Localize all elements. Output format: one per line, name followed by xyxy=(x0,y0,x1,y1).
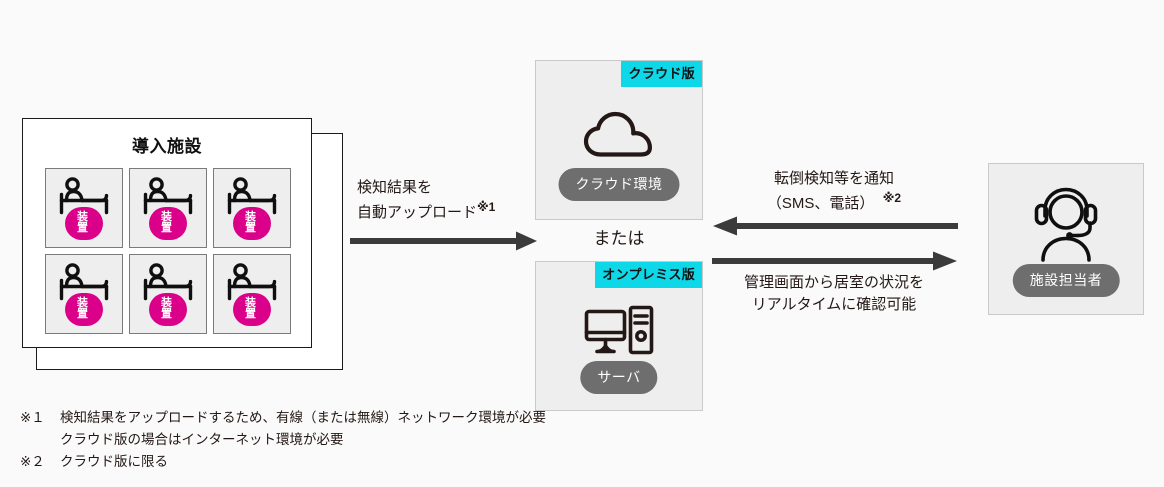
staff-pill: 施設担当者 xyxy=(1012,264,1120,297)
notify-caption-line2: （SMS、電話） xyxy=(766,194,875,212)
onpremise-panel: オンプレミス版 サーバ xyxy=(535,261,703,411)
footnotes: ※１ 検知結果をアップロードするため、有線（または無線）ネットワーク環境が必要 … xyxy=(20,407,546,473)
upload-caption-line1: 検知結果を xyxy=(357,179,433,196)
cloud-version-badge: クラウド版 xyxy=(621,61,702,87)
footnote-text: 検知結果をアップロードするため、有線（または無線）ネットワーク環境が必要 xyxy=(60,410,546,425)
realtime-caption-line2: リアルタイムに確認可能 xyxy=(751,295,917,313)
footnote-mark: ※１ xyxy=(20,410,45,425)
notify-caption-mark: ※2 xyxy=(882,190,902,205)
room-grid: 装置 装置 xyxy=(45,168,291,334)
cloud-environment-pill: クラウド環境 xyxy=(558,168,680,201)
device-pill: 装置 xyxy=(149,207,187,240)
upload-caption-mark: ※1 xyxy=(477,199,496,214)
device-pill: 装置 xyxy=(65,293,103,326)
bed-person-icon xyxy=(225,262,279,309)
notify-arrow-left xyxy=(713,216,958,236)
device-pill: 装置 xyxy=(65,207,103,240)
device-pill: 装置 xyxy=(233,207,271,240)
onpremise-version-badge: オンプレミス版 xyxy=(595,262,702,288)
bed-person-icon xyxy=(141,176,195,223)
cloud-icon xyxy=(582,109,656,164)
server-desktop-icon xyxy=(584,304,654,363)
or-label: または xyxy=(593,229,645,248)
bed-person-icon xyxy=(57,262,111,309)
realtime-arrow-right xyxy=(712,251,957,271)
footnote-row: ※２ クラウド版に限る xyxy=(20,451,546,473)
facility-title: 導入施設 xyxy=(132,137,202,156)
room-cell: 装置 xyxy=(129,168,207,248)
room-cell: 装置 xyxy=(129,254,207,334)
device-pill: 装置 xyxy=(233,293,271,326)
staff-panel: 施設担当者 xyxy=(988,163,1144,315)
upload-arrow-caption: 検知結果を自動アップロード※1 xyxy=(357,177,495,224)
upload-arrow-right xyxy=(350,231,537,251)
realtime-arrow-caption: 管理画面から居室の状況をリアルタイムに確認可能 xyxy=(712,272,956,316)
room-cell: 装置 xyxy=(45,168,123,248)
device-pill: 装置 xyxy=(149,293,187,326)
realtime-caption-line1: 管理画面から居室の状況を xyxy=(743,274,924,291)
notify-caption-line1: 転倒検知等を通知 xyxy=(773,170,894,187)
notify-arrow-caption: 転倒検知等を通知 （SMS、電話） ※2 xyxy=(712,168,956,215)
headset-person-icon xyxy=(1030,186,1102,267)
room-cell: 装置 xyxy=(213,168,291,248)
footnote-mark: ※２ xyxy=(20,453,45,469)
upload-caption-line2: 自動アップロード xyxy=(357,203,478,221)
room-cell: 装置 xyxy=(45,254,123,334)
bed-person-icon xyxy=(141,262,195,309)
room-cell: 装置 xyxy=(213,254,291,334)
server-pill: サーバ xyxy=(580,361,658,394)
bed-person-icon xyxy=(57,176,111,223)
footnote-text: クラウド版に限る xyxy=(60,453,168,469)
cloud-panel: クラウド版 クラウド環境 xyxy=(535,60,703,220)
footnote-continuation: クラウド版の場合はインターネット環境が必要 xyxy=(60,431,344,447)
footnote-row: ※１ 検知結果をアップロードするため、有線（または無線）ネットワーク環境が必要 xyxy=(20,407,546,429)
bed-person-icon xyxy=(225,176,279,223)
